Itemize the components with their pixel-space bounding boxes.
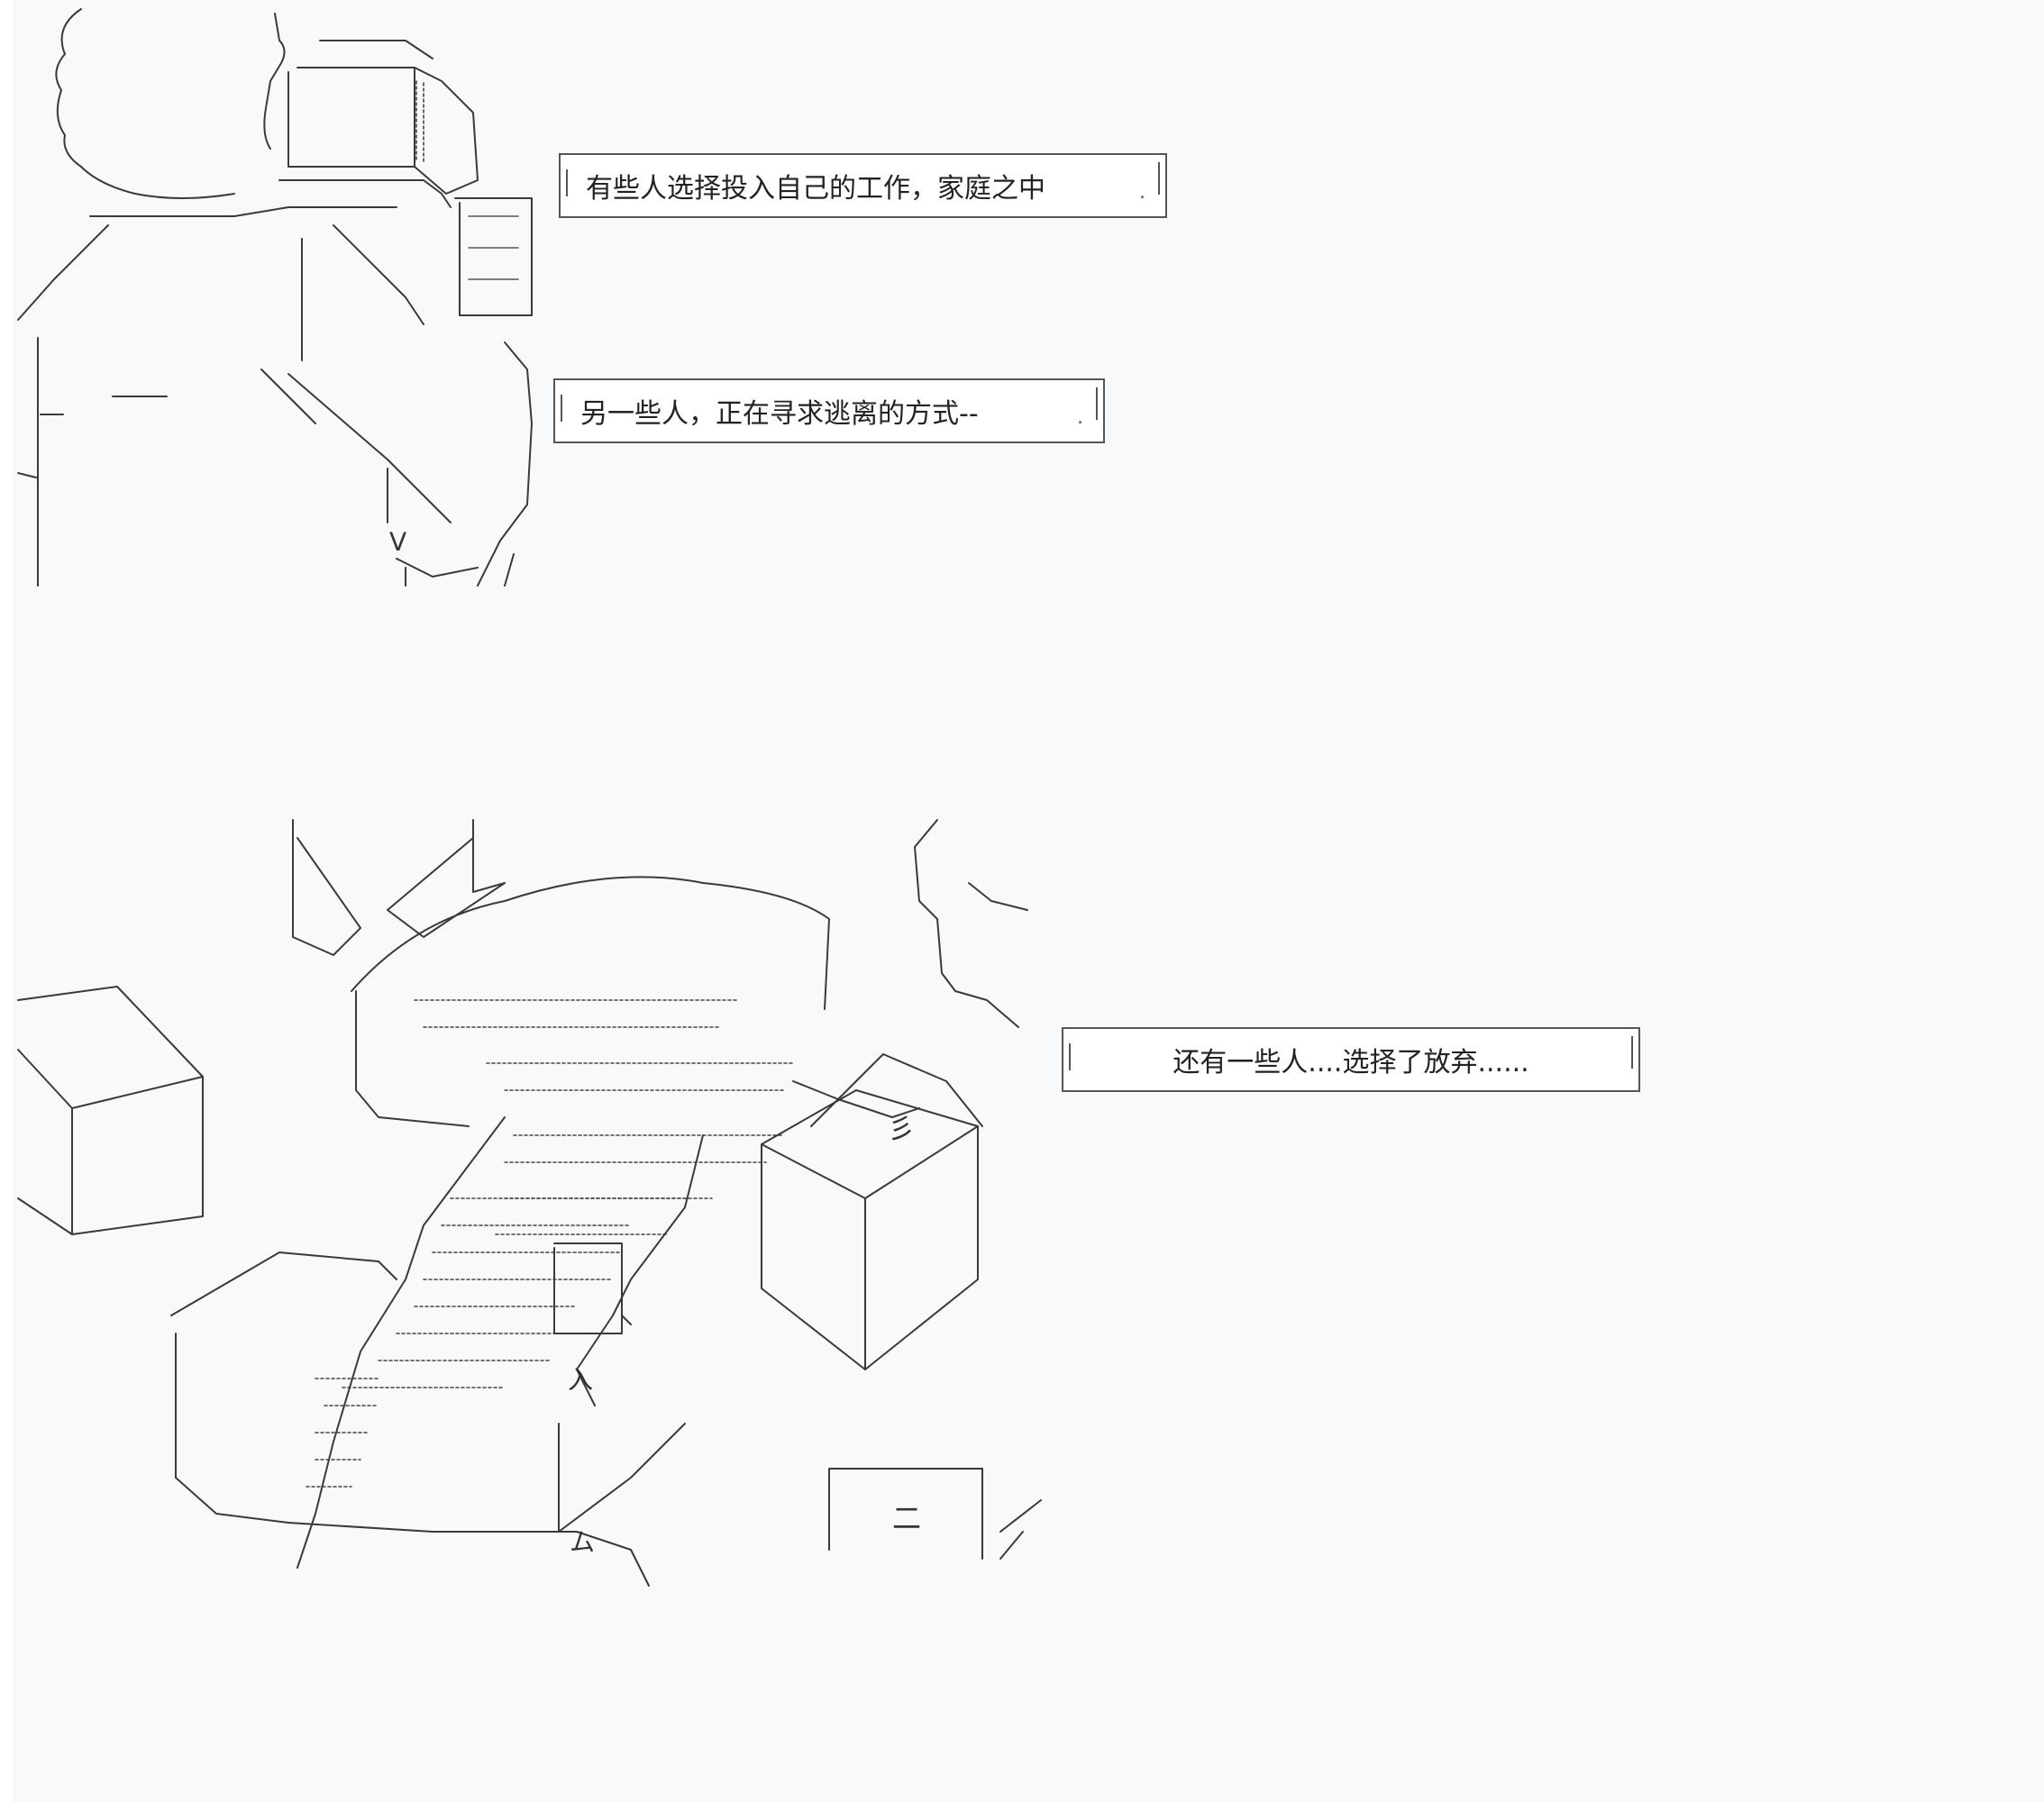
signboard-text: 二 [892,1501,922,1535]
figure-hair-right [263,13,286,150]
stool-left [175,1333,289,1524]
box-left [17,986,204,1235]
character-arm [810,1053,983,1127]
caption-dot-2: . [1077,406,1083,429]
keyboard [278,179,452,208]
chair-seat [396,558,479,578]
caption-text-2: 另一些人，正在寻求逃离的方式-- [580,398,979,430]
character-body-outline [297,1116,506,1569]
box-left-front [71,1076,204,1109]
character-body-fill [342,1197,686,1388]
stool-diag [558,1423,686,1533]
caption-box-1: 有些人选择投入自己的工作，家庭之中 . [559,153,1167,218]
character-body-outline-right [576,1134,704,1406]
stool-top [170,1251,397,1316]
caption-box-2: 另一些人，正在寻求逃离的方式-- . [553,378,1105,443]
figure-arm-diag-1 [333,224,424,325]
box-right-top [761,1089,979,1199]
character-hair [351,876,830,1010]
caption-box-3: 还有一些人....选择了放弃...... [1062,1027,1640,1092]
chair-back [477,341,533,587]
signboard-frame [828,1468,983,1560]
ribbon-right [387,819,506,938]
stool-bottom [287,1522,632,1551]
figure-arm-diag-3 [287,373,452,523]
desk-edge [89,206,397,217]
character-forehead [355,990,470,1127]
squiggle-glyph: 彡 [888,1114,915,1145]
computer-tower [454,197,533,316]
caption-text-1: 有些人选择投入自己的工作，家庭之中 [586,173,1045,205]
right-flow-lines [914,819,1019,1028]
mu-glyph: ム [570,1527,596,1557]
signboard-leg [999,1499,1042,1533]
box-left-top [17,1049,73,1109]
character-chin [792,1080,920,1118]
character-leg [553,1242,623,1334]
caption-dot-1: . [1139,181,1145,204]
box-right-sides [761,1125,979,1370]
iru-glyph: 入 [568,1365,594,1395]
figure-head-outline [55,8,235,199]
monitor-side [414,67,479,195]
stool-fill [306,1378,379,1488]
caption-text-3: 还有一些人....选择了放弃...... [1173,1047,1529,1078]
figure-shoulder-left [17,224,109,321]
signboard-leg2 [999,1531,1024,1560]
monitor-top-edge [319,40,433,59]
figure-back-tick2 [17,472,37,478]
ribbon-left [292,819,361,956]
left-margin-strip [0,0,13,1802]
character-face-lines [495,1134,785,1235]
hat-symbol: Ⅴ [389,527,407,557]
figure-arm-diag-2 [260,369,316,424]
character-hair-strands [414,999,794,1091]
